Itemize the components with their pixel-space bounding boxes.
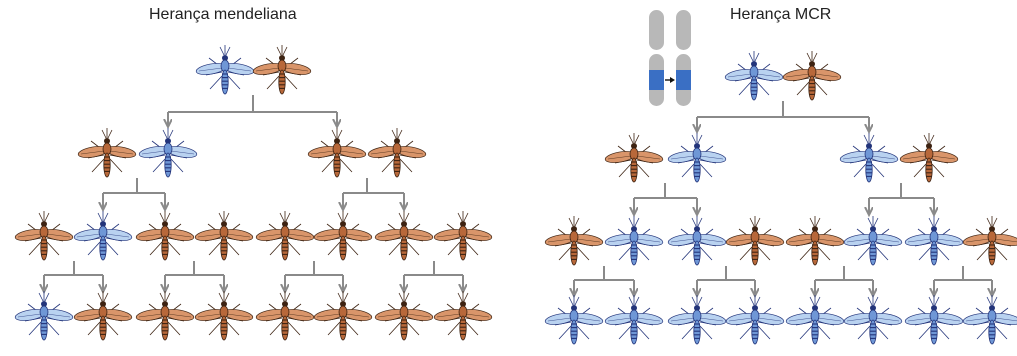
mendelian-mosquito-g3-4-brown — [194, 291, 253, 340]
mcr-mosquito-g1-3-blue — [839, 133, 898, 182]
mendelian-mosquito-g3-3-brown — [135, 291, 194, 340]
mcr-mosquito-g3-1-blue — [544, 295, 603, 344]
mendelian-mosquito-g0-2-brown — [252, 45, 311, 94]
mcr-mosquito-g2-3-blue — [667, 216, 726, 265]
mcr-mosquito-g3-8-blue — [962, 295, 1017, 344]
mcr-mosquito-g3-2-blue — [604, 295, 663, 344]
mcr-mosquito-g3-4-blue — [725, 295, 784, 344]
mcr-mosquito-g3-6-blue — [843, 295, 902, 344]
mendelian-mosquito-g2-4-brown — [194, 211, 253, 260]
mendelian-mosquito-g3-1-blue — [14, 291, 73, 340]
mendelian-mosquito-g1-4-brown — [367, 128, 426, 177]
mendelian-mosquito-g3-7-brown — [374, 291, 433, 340]
mcr-mosquito-g2-1-brown — [544, 216, 603, 265]
mendelian-mosquito-g2-1-brown — [14, 211, 73, 260]
mendelian-mosquito-g2-3-brown — [135, 211, 194, 260]
mcr-mosquito-g2-8-brown — [962, 216, 1017, 265]
mcr-mosquito-g2-6-blue — [843, 216, 902, 265]
mendelian-mosquito-g2-2-blue — [73, 211, 132, 260]
mendelian-mosquito-g2-8-brown — [433, 211, 492, 260]
mendelian-mosquito-g1-1-brown — [77, 128, 136, 177]
mendelian-mosquito-g0-1-blue — [195, 45, 254, 94]
mcr-mosquito-g2-2-blue — [604, 216, 663, 265]
mendelian-mosquito-g2-5-brown — [255, 211, 314, 260]
chromosome-left — [649, 10, 664, 106]
mendelian-mosquito-g2-6-brown — [313, 211, 372, 260]
mcr-mosquito-g1-4-brown — [899, 133, 958, 182]
mcr-mosquito-g3-5-blue — [785, 295, 844, 344]
mendelian-title: Herança mendeliana — [149, 6, 297, 24]
mcr-mosquito-g3-7-blue — [904, 295, 963, 344]
mendelian-mosquito-g3-8-brown — [433, 291, 492, 340]
chromosome-right — [676, 10, 691, 106]
mendelian-mosquito-g3-5-brown — [255, 291, 314, 340]
copy-arrow-icon — [665, 77, 675, 83]
mendelian-mosquito-g2-7-brown — [374, 211, 433, 260]
mendelian-mosquito-g3-6-brown — [313, 291, 372, 340]
mcr-mosquito-g2-7-blue — [904, 216, 963, 265]
mendelian-mosquito-g3-2-brown — [73, 291, 132, 340]
mcr-mosquito-g2-4-brown — [725, 216, 784, 265]
mendelian-mosquito-g1-2-blue — [138, 128, 197, 177]
mcr-mosquito-g0-1-blue — [724, 51, 783, 100]
mcr-title: Herança MCR — [730, 6, 831, 24]
mcr-mosquito-g3-3-blue — [667, 295, 726, 344]
mcr-mosquito-g0-2-brown — [782, 51, 841, 100]
mendelian-mosquito-g1-3-brown — [307, 128, 366, 177]
mcr-mosquito-g1-2-blue — [667, 133, 726, 182]
mcr-mosquito-g2-5-brown — [785, 216, 844, 265]
mcr-mosquito-g1-1-brown — [604, 133, 663, 182]
